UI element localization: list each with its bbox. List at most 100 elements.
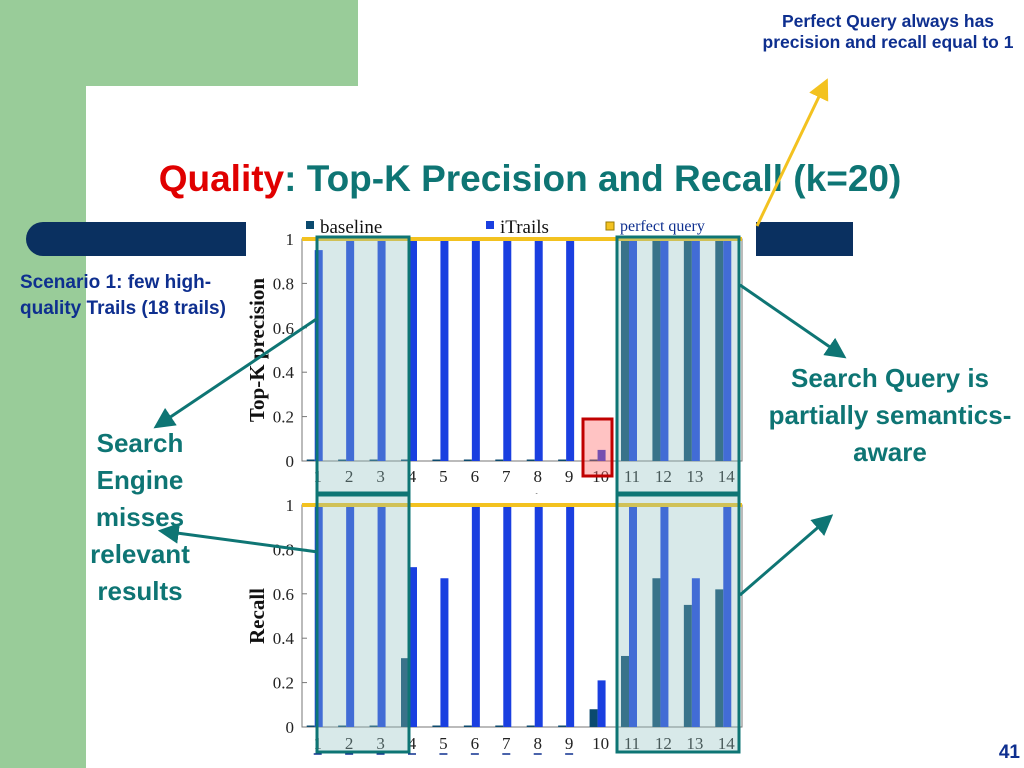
bar-baseline (652, 578, 661, 727)
bar-baseline (683, 239, 692, 461)
bar-baseline (338, 459, 347, 461)
bar-itrails (566, 505, 575, 727)
y-tick-label: 0.4 (273, 629, 295, 648)
bar-baseline (463, 725, 472, 727)
x-tick-label: 3 (376, 734, 385, 753)
bar-itrails (629, 239, 637, 461)
y-tick-label: 0.2 (273, 408, 294, 427)
x-tick-label: 10 (592, 734, 609, 753)
y-tick-label: 0.6 (273, 585, 294, 604)
arrow-engine-bottom (157, 522, 319, 554)
bar-baseline (589, 459, 598, 461)
bar-itrails (314, 505, 323, 727)
x-tick-label: 12 (655, 734, 672, 753)
highlight-box-left-top (315, 235, 411, 495)
bar-itrails (503, 239, 512, 461)
arrow-perfect-query (755, 78, 829, 227)
bar-itrails (471, 505, 480, 727)
decor-navy-band-left (26, 222, 246, 256)
bar-itrails (409, 567, 417, 727)
title-highlight: Quality (158, 158, 285, 199)
y-tick-label: 0 (286, 452, 295, 471)
bar-itrails (440, 578, 449, 727)
arrow-query-top (739, 283, 847, 359)
bar-baseline (715, 589, 724, 727)
decor-green-column (0, 0, 86, 768)
bar-baseline (683, 604, 692, 727)
bar-itrails (597, 680, 606, 727)
y-tick-label: 0.8 (273, 540, 294, 559)
x-tick-label: 14 (718, 734, 736, 753)
bar-baseline (558, 459, 567, 461)
bar-itrails (723, 505, 732, 727)
bar-itrails (597, 449, 606, 461)
bar-baseline (715, 239, 724, 461)
x-tick-label: 7 (502, 734, 511, 753)
bar-baseline (589, 709, 598, 727)
x-tick-label: 9 (565, 467, 574, 486)
bar-baseline (495, 725, 504, 727)
x-tick-label: 2 (345, 467, 354, 486)
x-tick-label: 6 (471, 467, 480, 486)
legend-swatch (306, 221, 314, 229)
bar-baseline (432, 459, 441, 461)
x-tick-label: 5 (439, 734, 448, 753)
legend-label: baseline (320, 217, 382, 238)
x-tick-label: 5 (439, 467, 448, 486)
bar-baseline (495, 459, 504, 461)
x-tick-label: 6 (471, 734, 480, 753)
title-rest: : Top-K Precision and Recall (k=20) (284, 158, 902, 199)
y-tick-label: 1 (286, 496, 295, 515)
bar-baseline (526, 459, 535, 461)
bar-itrails (629, 505, 637, 727)
highlight-box-right-bottom (615, 493, 741, 754)
bar-itrails (534, 239, 543, 461)
x-tick-label: 13 (686, 734, 703, 753)
bar-baseline (526, 725, 535, 727)
highlight-box-right-top (615, 235, 741, 495)
x-tick-label: 8 (533, 734, 542, 753)
overlay-layer (153, 78, 847, 754)
y-tick-label: 0.2 (273, 674, 294, 693)
bar-itrails (377, 505, 386, 727)
y-axis-label: Top-K precision (245, 278, 269, 422)
x-tick-label: 13 (686, 467, 703, 486)
bar-itrails (346, 239, 355, 461)
y-tick-label: 0.8 (273, 274, 294, 293)
bar-baseline (621, 655, 629, 727)
y-tick-label: 1 (286, 230, 295, 249)
legend-swatch (486, 221, 494, 229)
note-search-engine: Search Engine misses relevant results (90, 428, 190, 606)
y-axis-label: Recall (245, 588, 269, 644)
bar-itrails (440, 239, 449, 461)
bar-itrails (566, 239, 575, 461)
bar-itrails (660, 505, 669, 727)
bar-baseline (369, 459, 378, 461)
x-tick-label: 3 (376, 467, 385, 486)
x-tick-label: 14 (718, 467, 736, 486)
bar-itrails (346, 505, 355, 727)
x-tick-label: 4 (408, 467, 417, 486)
note-scenario: Scenario 1: few high-quality Trails (18 … (20, 272, 226, 319)
bar-itrails (691, 578, 700, 727)
bar-itrails (409, 239, 417, 461)
note-search-query: Search Query is partially semantics-awar… (768, 363, 1012, 467)
legend-swatch (605, 221, 615, 231)
bar-baseline (306, 459, 315, 461)
y-tick-label: 0.6 (273, 319, 294, 338)
arrow-engine-top (153, 316, 319, 429)
bar-baseline (432, 725, 441, 727)
x-tick-label: 12 (655, 467, 672, 486)
bar-baseline (558, 725, 567, 727)
slide-title: Quality: Top-K Precision and Recall (k=2… (0, 158, 1024, 200)
bar-baseline (369, 725, 378, 727)
decor-green-top (0, 0, 358, 86)
bar-baseline (401, 459, 409, 461)
bar-baseline (652, 239, 661, 461)
bar-itrails (534, 505, 543, 727)
bar-baseline (463, 459, 472, 461)
x-tick-label: 2 (345, 734, 354, 753)
highlight-box-query-10 (581, 417, 614, 478)
